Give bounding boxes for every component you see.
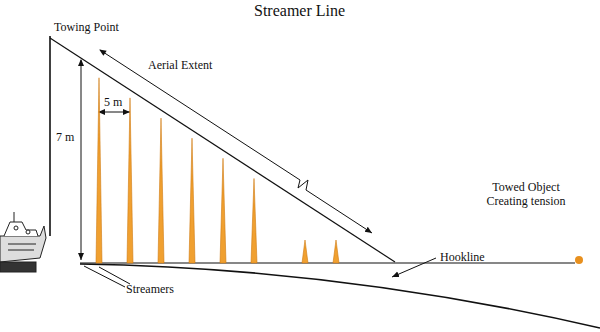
- hookline-label: Hookline: [440, 250, 485, 264]
- streamer: [220, 158, 226, 263]
- streamer: [302, 240, 308, 263]
- streamer: [158, 118, 164, 263]
- towed-object: [575, 256, 583, 264]
- towing-pole: [49, 36, 51, 236]
- aerial-extent-label: Aerial Extent: [148, 58, 212, 72]
- streamer: [333, 240, 339, 263]
- streamers-label: Streamers: [126, 282, 174, 296]
- diagram-title: Streamer Line: [254, 2, 345, 20]
- streamer-line: [50, 38, 395, 262]
- towing-point-label: Towing Point: [54, 20, 119, 34]
- streamer: [251, 179, 257, 264]
- streamer: [189, 138, 195, 263]
- streamers: [96, 78, 339, 263]
- streamer: [127, 98, 133, 263]
- hookline-curve: [80, 264, 600, 328]
- height-label: 7 m: [56, 130, 74, 144]
- ship: [0, 212, 46, 272]
- leader-line: [392, 258, 436, 277]
- towed-object-label: Towed Object Creating tension: [478, 180, 574, 208]
- streamer: [96, 78, 102, 263]
- aerial-extent-dimension: [100, 50, 372, 233]
- leader-line: [84, 266, 125, 287]
- tow-line: [80, 262, 575, 263]
- spacing-label: 5 m: [104, 95, 122, 109]
- spacing-dimension: [99, 112, 130, 113]
- height-dimension: [81, 60, 82, 260]
